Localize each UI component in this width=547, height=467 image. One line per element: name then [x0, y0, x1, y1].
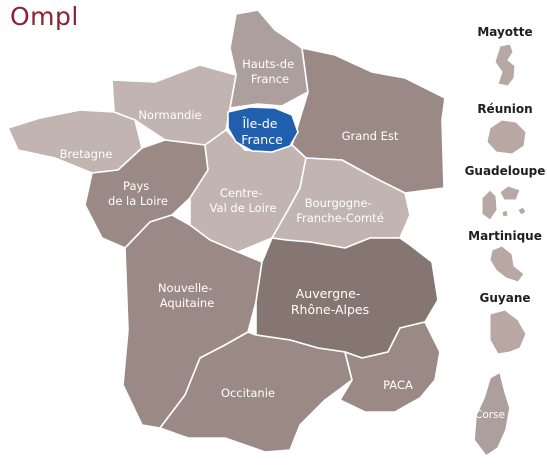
label-reunion: Réunion: [477, 102, 532, 116]
island-mayotte[interactable]: [494, 43, 516, 87]
region-ile-de-france[interactable]: [227, 106, 299, 153]
label-guyane: Guyane: [480, 291, 531, 305]
island-guyane[interactable]: [489, 309, 527, 355]
region-hauts-de-france[interactable]: [229, 9, 309, 109]
island-martinique[interactable]: [489, 245, 525, 283]
label-corse: Corse: [475, 409, 505, 421]
label-paca: PACA: [383, 378, 413, 392]
label-centre-val-de-loire: Centre- Val de Loire: [210, 186, 277, 215]
label-guadeloupe: Guadeloupe: [465, 164, 546, 178]
island-guadeloupe[interactable]: [481, 185, 527, 221]
label-grand-est: Grand Est: [342, 129, 399, 143]
label-pays-de-la-loire: Pays de la Loire: [108, 179, 168, 208]
label-ile-de-france: Île-de France: [241, 116, 283, 147]
label-mayotte: Mayotte: [477, 25, 532, 39]
label-martinique: Martinique: [468, 229, 542, 243]
label-bretagne: Bretagne: [60, 147, 113, 161]
ompl-logo: Ompl: [10, 2, 79, 31]
label-nouvelle-aquitaine: Nouvelle- Aquitaine: [158, 281, 216, 310]
label-normandie: Normandie: [138, 108, 201, 122]
region-paca[interactable]: [339, 321, 441, 413]
label-hauts-de-france: Hauts-de France: [242, 57, 298, 86]
region-corse[interactable]: [473, 371, 511, 457]
region-bretagne[interactable]: [7, 109, 143, 174]
label-auvergne-rhone-alpes: Auvergne- Rhône-Alpes: [291, 286, 369, 317]
island-reunion[interactable]: [486, 119, 527, 155]
label-occitanie: Occitanie: [221, 386, 275, 400]
label-bourgogne-franche-comte: Bourgogne- Franche-Comté: [296, 196, 384, 225]
